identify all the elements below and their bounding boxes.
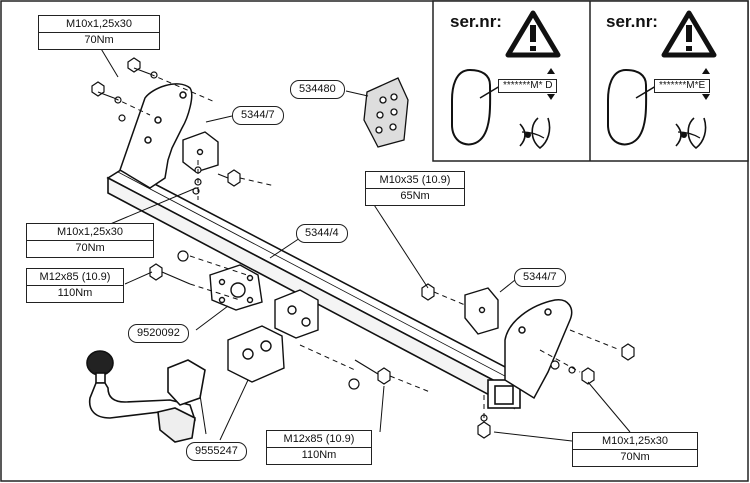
left-side-bracket xyxy=(119,83,193,189)
serial-panel-1 xyxy=(451,10,561,150)
crossbar-5344-4 xyxy=(106,167,532,410)
torque-label-left-bolt: M12x85 (10.9) 110Nm xyxy=(26,268,124,303)
part-tag-5344-4: 5344/4 xyxy=(296,224,348,243)
torque-label-spec: M10x1,25x30 xyxy=(27,224,153,241)
torque-label-torque: 70Nm xyxy=(620,451,650,463)
torque-label-torque: 70Nm xyxy=(75,242,105,254)
part-tag-534480: 534480 xyxy=(290,80,345,99)
right-side-bracket xyxy=(504,299,573,400)
serial-panel-2 xyxy=(607,10,717,150)
bolt-center-right xyxy=(421,283,435,301)
serial-panel-2-serial: *******M*E xyxy=(654,79,711,93)
serial-panel-1-title: ser.nr: xyxy=(450,12,502,31)
bolt-m12x85-left xyxy=(149,263,191,285)
leader-lines xyxy=(99,46,631,442)
center-mount xyxy=(274,289,319,339)
torque-label-torque: 110Nm xyxy=(57,287,93,299)
torque-label-top-left: M10x1,25x30 70Nm xyxy=(38,15,160,50)
assembly-lines xyxy=(113,73,621,420)
mounting-plate-9520092 xyxy=(209,264,263,311)
torque-label-spec: M12x85 (10.9) xyxy=(27,269,123,286)
right-bracket-5344-7 xyxy=(464,287,499,335)
bolts xyxy=(91,57,635,439)
part-tag-9520092: 9520092 xyxy=(128,324,189,343)
eye-icon xyxy=(519,117,551,150)
torque-label-torque: 110Nm xyxy=(301,449,337,461)
torque-label-torque: 65Nm xyxy=(400,190,430,202)
bolt-m12x85-bottom xyxy=(354,359,391,385)
bolt-right-2 xyxy=(581,367,595,385)
socket-holder-9555247 xyxy=(227,325,285,383)
bolt-top-left-1 xyxy=(127,57,151,75)
torque-label-spec: M10x1,25x30 xyxy=(573,433,697,450)
torque-label-bottom-right: M10x1,25x30 70Nm xyxy=(572,432,698,467)
bolt-bottom-right xyxy=(477,421,491,439)
bolt-top-left-2 xyxy=(91,81,115,99)
part-tag-5344-7-top: 5344/7 xyxy=(232,106,284,125)
torque-label-spec: M10x1,25x30 xyxy=(39,16,159,33)
torque-label-left-mid: M10x1,25x30 70Nm xyxy=(26,223,154,258)
serial-panel-1-serial: *******M* D xyxy=(498,79,558,93)
top-bracket-5344-7 xyxy=(182,131,219,173)
bolt-m10x35 xyxy=(217,169,241,187)
torque-label-torque: 70Nm xyxy=(84,34,114,46)
fixing-plate-534480 xyxy=(363,77,409,148)
torque-label-spec: M10x35 (10.9) xyxy=(366,172,464,189)
eye-icon xyxy=(675,117,707,150)
torque-label-bottom-center: M12x85 (10.9) 110Nm xyxy=(266,430,372,465)
serial-panel-2-title: ser.nr: xyxy=(606,12,658,31)
tow-ball-neck xyxy=(86,350,206,443)
torque-label-center-right: M10x35 (10.9) 65Nm xyxy=(365,171,465,206)
bolt-right-1 xyxy=(621,343,635,361)
part-tag-5344-7-right: 5344/7 xyxy=(514,268,566,287)
torque-label-spec: M12x85 (10.9) xyxy=(267,431,371,448)
part-tag-9555247: 9555247 xyxy=(186,442,247,461)
